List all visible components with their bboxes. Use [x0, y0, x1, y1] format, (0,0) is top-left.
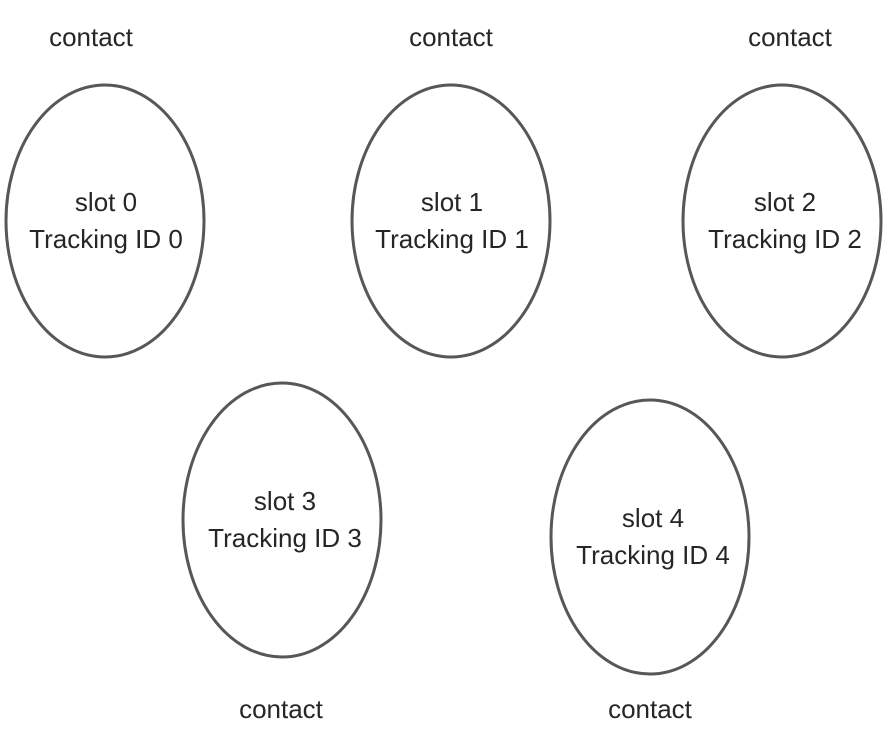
tracking-id-label: Tracking ID 0 — [29, 224, 183, 254]
contact-label-slot-1: contact — [409, 22, 493, 52]
slot-label: slot 2 — [753, 187, 817, 217]
slot-label: slot 1 — [420, 187, 484, 217]
contact-label-slot-3: contact — [239, 694, 323, 724]
contact-label-slot-0: contact — [49, 22, 133, 52]
tracking-id-label: Tracking ID 3 — [208, 523, 362, 553]
contact-label-slot-2: contact — [748, 22, 832, 52]
ellipse-slot-4[interactable] — [549, 398, 751, 676]
contact-label-slot-4: contact — [608, 694, 692, 724]
ellipse-slot-2[interactable] — [681, 83, 883, 359]
ellipse-slot-3[interactable] — [181, 381, 383, 659]
slot-label: slot 3 — [253, 486, 317, 516]
tracking-id-label: Tracking ID 2 — [708, 224, 862, 254]
tracking-id-label: Tracking ID 4 — [576, 540, 730, 570]
ellipse-slot-0[interactable] — [4, 83, 206, 359]
node-slot-0[interactable]: slot 0 Tracking ID 0 — [0, 185, 256, 257]
slot-label: slot 4 — [621, 503, 685, 533]
node-slot-2[interactable]: slot 2 Tracking ID 2 — [635, 185, 884, 257]
node-slot-1[interactable]: slot 1 Tracking ID 1 — [302, 185, 602, 257]
ellipse-slot-1[interactable] — [350, 83, 552, 359]
node-slot-3[interactable]: slot 3 Tracking ID 3 — [135, 484, 435, 556]
node-slot-4[interactable]: slot 4 Tracking ID 4 — [503, 501, 803, 573]
slot-label: slot 0 — [74, 187, 138, 217]
tracking-id-label: Tracking ID 1 — [375, 224, 529, 254]
